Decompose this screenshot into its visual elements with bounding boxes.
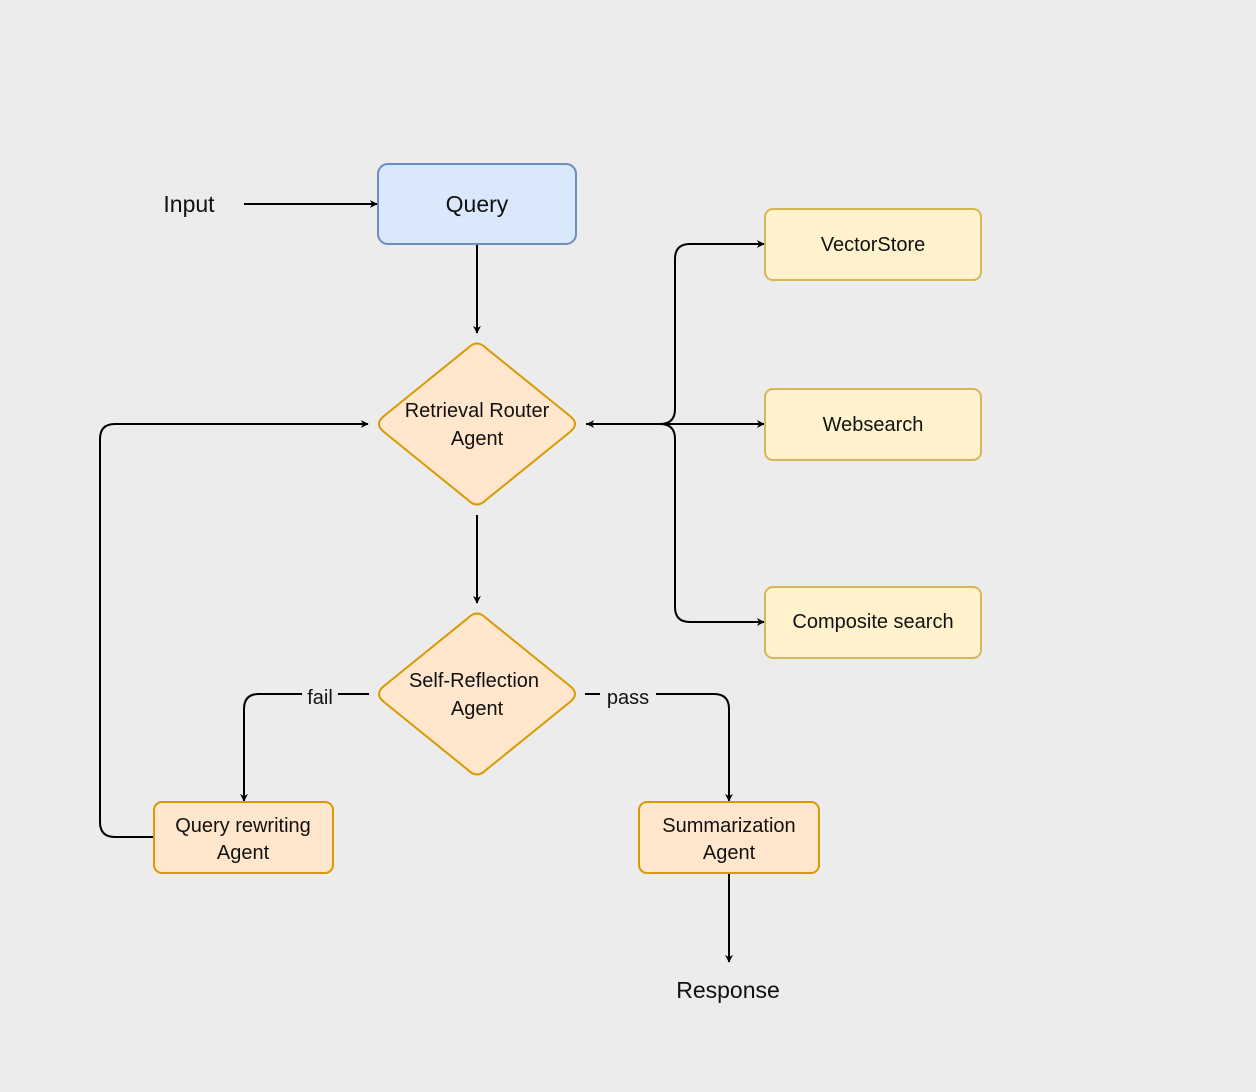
input-label: Input	[163, 191, 215, 217]
query-label: Query	[446, 191, 509, 217]
self-reflection-label-line1: Self-Reflection	[409, 670, 539, 692]
edge-router-to-composite-search	[586, 423, 765, 626]
pass-edge-label: pass	[607, 687, 649, 709]
composite-search-label: Composite search	[792, 611, 953, 633]
retrieval-router-label-line2: Agent	[451, 428, 504, 450]
edge-query-rewriting-to-router	[99, 420, 369, 838]
edge-self-reflection-to-summarization	[585, 693, 733, 802]
query-rewriting-label-line2: Agent	[217, 842, 270, 864]
edge-self-reflection-to-query-rewriting	[240, 693, 369, 802]
fail-label-bg	[302, 684, 338, 706]
query-node: Query	[377, 163, 577, 245]
summarization-label-line1: Summarization	[662, 815, 795, 837]
retrieval-router-agent-node: Retrieval Router Agent	[378, 342, 576, 506]
summarization-agent-node: Summarization Agent	[638, 801, 820, 874]
edge-router-to-vectorstore	[586, 240, 765, 425]
vectorstore-label: VectorStore	[821, 234, 926, 256]
retrieval-router-label-line1: Retrieval Router	[405, 400, 550, 422]
vectorstore-node: VectorStore	[764, 208, 982, 281]
websearch-node: Websearch	[764, 388, 982, 461]
fail-edge-label: fail	[307, 687, 333, 709]
self-reflection-agent-node: Self-Reflection Agent	[378, 612, 576, 776]
summarization-label-line2: Agent	[703, 842, 756, 864]
response-label: Response	[676, 977, 780, 1003]
query-rewriting-label-line1: Query rewriting	[175, 815, 311, 837]
pass-label-bg	[600, 684, 656, 706]
websearch-label: Websearch	[823, 414, 924, 436]
composite-search-node: Composite search	[764, 586, 982, 659]
self-reflection-label-line2: Agent	[451, 698, 504, 720]
query-rewriting-agent-node: Query rewriting Agent	[153, 801, 334, 874]
